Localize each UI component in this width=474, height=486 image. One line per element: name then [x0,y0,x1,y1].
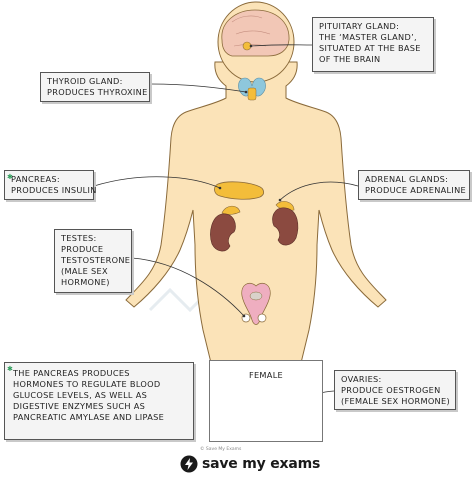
testes-callout: TESTES: PRODUCE TESTOSTERONE (MALE SEX H… [54,229,132,293]
callout-line: ADRENAL GLANDS: [365,174,449,184]
female-inset: FEMALE [209,360,323,442]
thyroid-gland-callout: THYROID GLAND: PRODUCES THYROXINE [40,72,150,102]
female-inset-label: FEMALE [248,370,284,380]
info-line: GLUCOSE LEVELS, AS WELL AS [13,390,148,400]
callout-line: OVARIES: [341,374,382,384]
callout-line: PANCREAS: [11,174,60,184]
adrenal-glands-callout: ADRENAL GLANDS: PRODUCE ADRENALINE [358,170,470,200]
testis-right [257,313,267,323]
brand-name: save my exams [202,456,321,472]
callout-line: PRODUCES THYROXINE [47,87,148,97]
copyright-text: © Save My Exams [200,447,242,452]
pancreas-callout: ✱ PANCREAS: PRODUCES INSULIN [4,170,97,200]
star-icon: ✱ [7,173,14,181]
callout-line: (FEMALE SEX HORMONE) [341,396,450,406]
star-icon: ✱ [7,365,14,373]
info-line: THE PANCREAS PRODUCES [13,368,130,378]
callout-line: THYROID GLAND: [47,76,123,86]
info-line: PANCREATIC AMYLASE AND LIPASE [13,412,165,422]
callout-line: TESTOSTERONE [61,255,131,265]
callout-line: SITUATED AT THE BASE [319,43,421,53]
brain [221,9,290,57]
lightning-bolt-icon [180,455,198,473]
info-line: DIGESTIVE ENZYMES SUCH AS [13,401,146,411]
save-my-exams-logo[interactable]: save my exams [180,455,320,473]
info-line: HORMONES TO REGULATE BLOOD [13,379,161,389]
callout-line: PRODUCE OESTROGEN [341,385,441,395]
callout-line: PRODUCES INSULIN [11,185,97,195]
callout-line: PITUITARY GLAND: [319,21,400,31]
ovaries-callout: OVARIES: PRODUCE OESTROGEN (FEMALE SEX H… [334,370,456,410]
pancreas [214,181,264,200]
callout-line: HORMONE) [61,277,110,287]
callout-line: OF THE BRAIN [319,54,381,64]
kidney-left [210,213,236,252]
callout-line: THE ‘MASTER GLAND’, [319,32,417,42]
kidney-right [272,207,299,246]
leader-lines [93,44,359,401]
callout-line: TESTES: [61,233,97,243]
pancreas-info-box: ✱ THE PANCREAS PRODUCES HORMONES TO REGU… [4,362,194,440]
pituitary-gland-callout: PITUITARY GLAND: THE ‘MASTER GLAND’, SIT… [312,17,434,72]
callout-line: PRODUCE [61,244,104,254]
callout-line: PRODUCE ADRENALINE [365,185,467,195]
callout-line: (MALE SEX [61,266,108,276]
male-reproductive-organs [241,282,271,325]
